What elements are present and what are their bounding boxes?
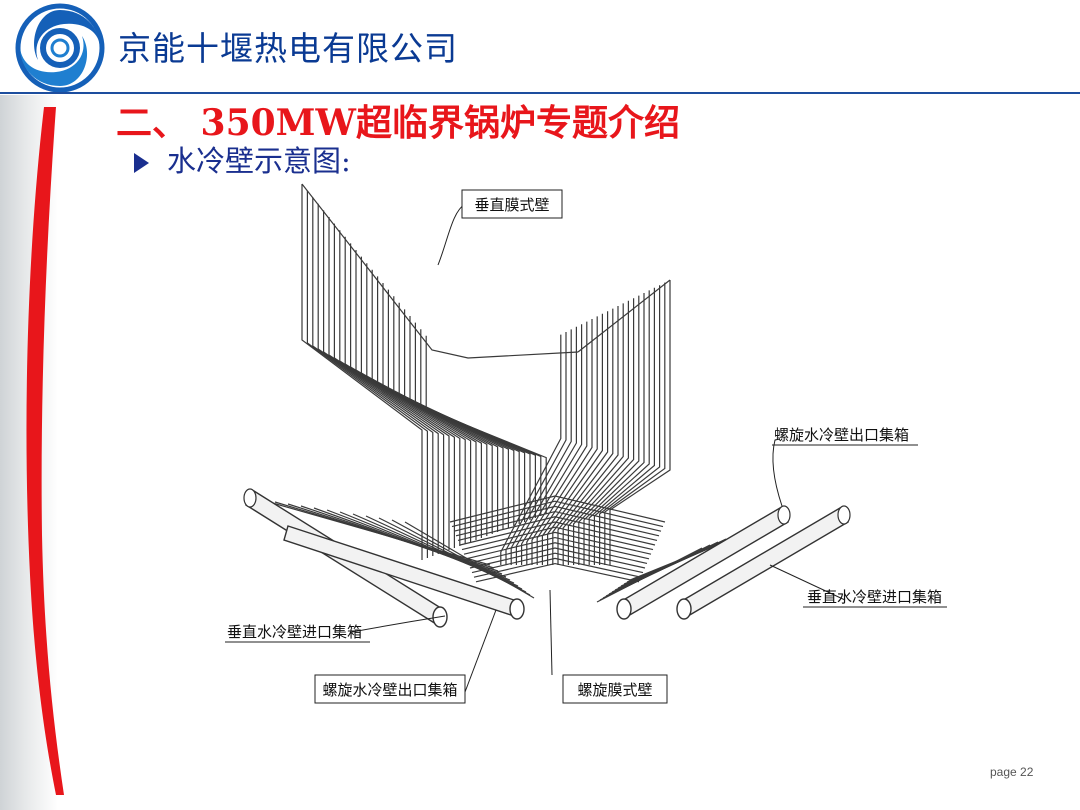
membrane-wall-top-edges (301, 183, 671, 359)
right-wall-tube (573, 298, 635, 565)
spiral-tube (467, 542, 648, 564)
right-wall-tube (505, 332, 567, 565)
callout-spiral-outlet-right (772, 439, 783, 507)
spiral-tube (465, 536, 650, 560)
page-number: page 22 (990, 765, 1034, 779)
callout-vertical-inlet-right (769, 564, 846, 601)
company-name: 京能十堰热电有限公司 (118, 29, 458, 68)
header-cylinders (243, 488, 851, 628)
diagram-pipework (261, 183, 791, 603)
membrane-wall-top-edge-left (301, 183, 579, 359)
spiral-tube (473, 557, 642, 578)
left-wall-tube (312, 197, 434, 556)
right-wall-tube (557, 306, 619, 565)
label-vertical-inlet-header-left-text: 垂直水冷壁进口集箱 (227, 623, 362, 641)
header-cylinder-right-outlet (616, 505, 791, 620)
right-wall-tube (500, 334, 562, 565)
subtitle-text: 水冷壁示意图: (167, 144, 351, 178)
label-spiral-outlet-header-right: 螺旋水冷壁出口集箱 (772, 426, 918, 446)
left-wall-tube (350, 243, 472, 542)
spiral-tube (449, 495, 666, 523)
left-wall-tube (328, 217, 450, 550)
right-wall-tube (541, 313, 603, 565)
right-wall-tube (552, 308, 614, 565)
right-wall-tube (510, 329, 572, 565)
right-wall-tube (599, 285, 661, 565)
spiral-tube (453, 505, 662, 532)
left-wall-tube (323, 210, 445, 552)
right-wall-tube (521, 324, 583, 565)
label-vertical-membrane-wall: 垂直膜式壁 (461, 189, 563, 219)
header-cylinder-right-inlet (676, 505, 851, 620)
label-spiral-membrane-wall-text: 螺旋膜式壁 (577, 681, 652, 699)
right-wall-tube (593, 287, 655, 565)
slide-title: 二、 350MW超临界锅炉专题介绍 (116, 102, 680, 144)
spiral-tube (469, 547, 646, 569)
label-vertical-inlet-header-left: 垂直水冷壁进口集箱 (225, 623, 370, 643)
membrane-wall-top-edge-right (577, 279, 671, 353)
left-wall-tube (377, 276, 499, 532)
spiral-tube (461, 526, 654, 551)
left-wall-tube (355, 250, 477, 540)
left-wall-tube (317, 203, 439, 554)
left-wall-tube (306, 190, 428, 558)
company-logo-icon (15, 3, 105, 93)
label-vertical-inlet-header-right: 垂直水冷壁进口集箱 (803, 588, 947, 608)
right-wall-tube (583, 293, 645, 565)
right-wall-tube (588, 290, 650, 565)
right-wall-tube (531, 319, 593, 565)
right-wall-tube (526, 321, 588, 565)
callout-lines (351, 203, 846, 701)
left-wall-tube (366, 263, 488, 536)
left-membrane-wall-tubes (301, 184, 547, 560)
water-wall-diagram: 垂直膜式壁 螺旋水冷壁出口集箱 垂直水冷壁进口集箱 垂直水冷壁进口集箱 螺旋水冷… (225, 183, 947, 704)
callout-vertical-inlet-left (351, 615, 446, 633)
header-divider (0, 92, 1080, 94)
feed-tube-left (404, 521, 535, 599)
left-wall-tube (301, 184, 423, 560)
left-wall-tube (339, 230, 461, 546)
header-cylinder-left-outlet (283, 525, 525, 620)
spiral-tube (459, 521, 656, 546)
right-wall-tube (567, 300, 629, 565)
label-vertical-membrane-wall-text: 垂直膜式壁 (474, 196, 549, 214)
feed-tube-right (596, 547, 703, 603)
right-wall-tube (536, 316, 598, 565)
callout-spiral-outlet-left (461, 609, 497, 701)
callout-vertical-membrane-wall (437, 203, 466, 266)
spiral-tube (471, 552, 644, 574)
left-wall-tube (333, 223, 455, 548)
right-wall-tube (609, 280, 671, 565)
red-swoosh-decoration (26, 107, 64, 795)
lower-feed-tubes (261, 499, 791, 603)
right-wall-tube (604, 282, 666, 565)
left-wall-tube (360, 256, 482, 538)
triangle-bullet-icon (134, 153, 149, 173)
right-wall-tube (515, 326, 577, 565)
callout-spiral-membrane-wall (549, 589, 553, 676)
label-spiral-outlet-header-right-text: 螺旋水冷壁出口集箱 (774, 426, 909, 444)
label-spiral-membrane-wall: 螺旋膜式壁 (562, 674, 668, 704)
label-spiral-outlet-header-left-text: 螺旋水冷壁出口集箱 (322, 681, 457, 699)
subtitle-row: 水冷壁示意图: (134, 138, 351, 180)
left-wall-tube (371, 269, 493, 534)
spiral-tube (451, 500, 664, 528)
left-wall-tube (344, 236, 466, 544)
right-wall-tube (562, 303, 624, 565)
label-spiral-outlet-header-left: 螺旋水冷壁出口集箱 (314, 674, 466, 704)
label-vertical-inlet-header-right-text: 垂直水冷壁进口集箱 (807, 588, 942, 606)
spiral-tube (463, 531, 652, 555)
spiral-tube (455, 510, 660, 537)
spiral-tube (457, 516, 658, 541)
